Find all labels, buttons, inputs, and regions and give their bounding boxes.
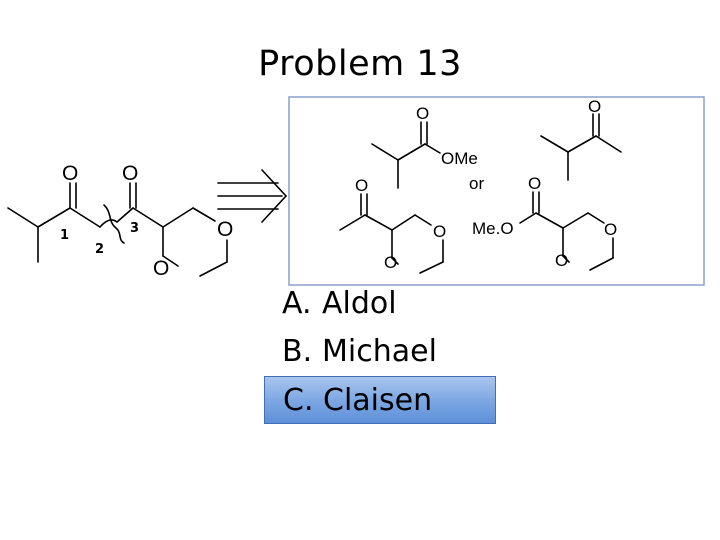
precursor-pair-1: O OMe O O O bbox=[339, 104, 478, 274]
precursor-pair-2: O O Me.O O O bbox=[472, 97, 622, 271]
option-a[interactable]: A. Aldol bbox=[282, 280, 496, 328]
precursor-atom-o4: O bbox=[384, 253, 397, 272]
precursor-atom-o7: O bbox=[604, 220, 617, 239]
position-number-2: 2 bbox=[95, 242, 104, 257]
option-letter: B. bbox=[282, 334, 313, 369]
position-number-1: 1 bbox=[60, 228, 69, 243]
retrosynthesis-arrow bbox=[217, 169, 288, 223]
slide-title: Problem 13 bbox=[258, 44, 462, 84]
option-letter: C. bbox=[283, 383, 314, 418]
precursor-atom-o3: O bbox=[433, 222, 446, 241]
precursor-atom-o1: O bbox=[416, 104, 429, 123]
option-label: Aldol bbox=[322, 286, 397, 321]
precursor-atom-o5: O bbox=[588, 97, 601, 116]
or-label: or bbox=[469, 174, 484, 193]
target-atom-o1: O bbox=[62, 162, 78, 185]
precursor-ome-label: OMe bbox=[441, 149, 478, 168]
option-label: Claisen bbox=[323, 383, 433, 418]
option-b[interactable]: B. Michael bbox=[282, 328, 496, 376]
option-label: Michael bbox=[322, 334, 437, 369]
precursor-atom-o8: O bbox=[555, 251, 568, 270]
target-atom-o3: O bbox=[217, 218, 233, 241]
position-number-3: 3 bbox=[130, 221, 139, 236]
precursor-box bbox=[288, 96, 705, 286]
option-letter: A. bbox=[282, 286, 312, 321]
answer-options: A. Aldol B. Michael C. Claisen bbox=[264, 280, 496, 424]
target-molecule: O O O O 1 2 3 bbox=[7, 162, 233, 280]
target-atom-o4: O bbox=[153, 257, 169, 280]
target-atom-o2: O bbox=[122, 162, 138, 185]
precursor-meo-label: Me.O bbox=[472, 219, 514, 238]
option-c[interactable]: C. Claisen bbox=[264, 376, 496, 424]
precursor-atom-o6: O bbox=[528, 174, 541, 193]
precursor-atom-o2: O bbox=[355, 176, 368, 195]
